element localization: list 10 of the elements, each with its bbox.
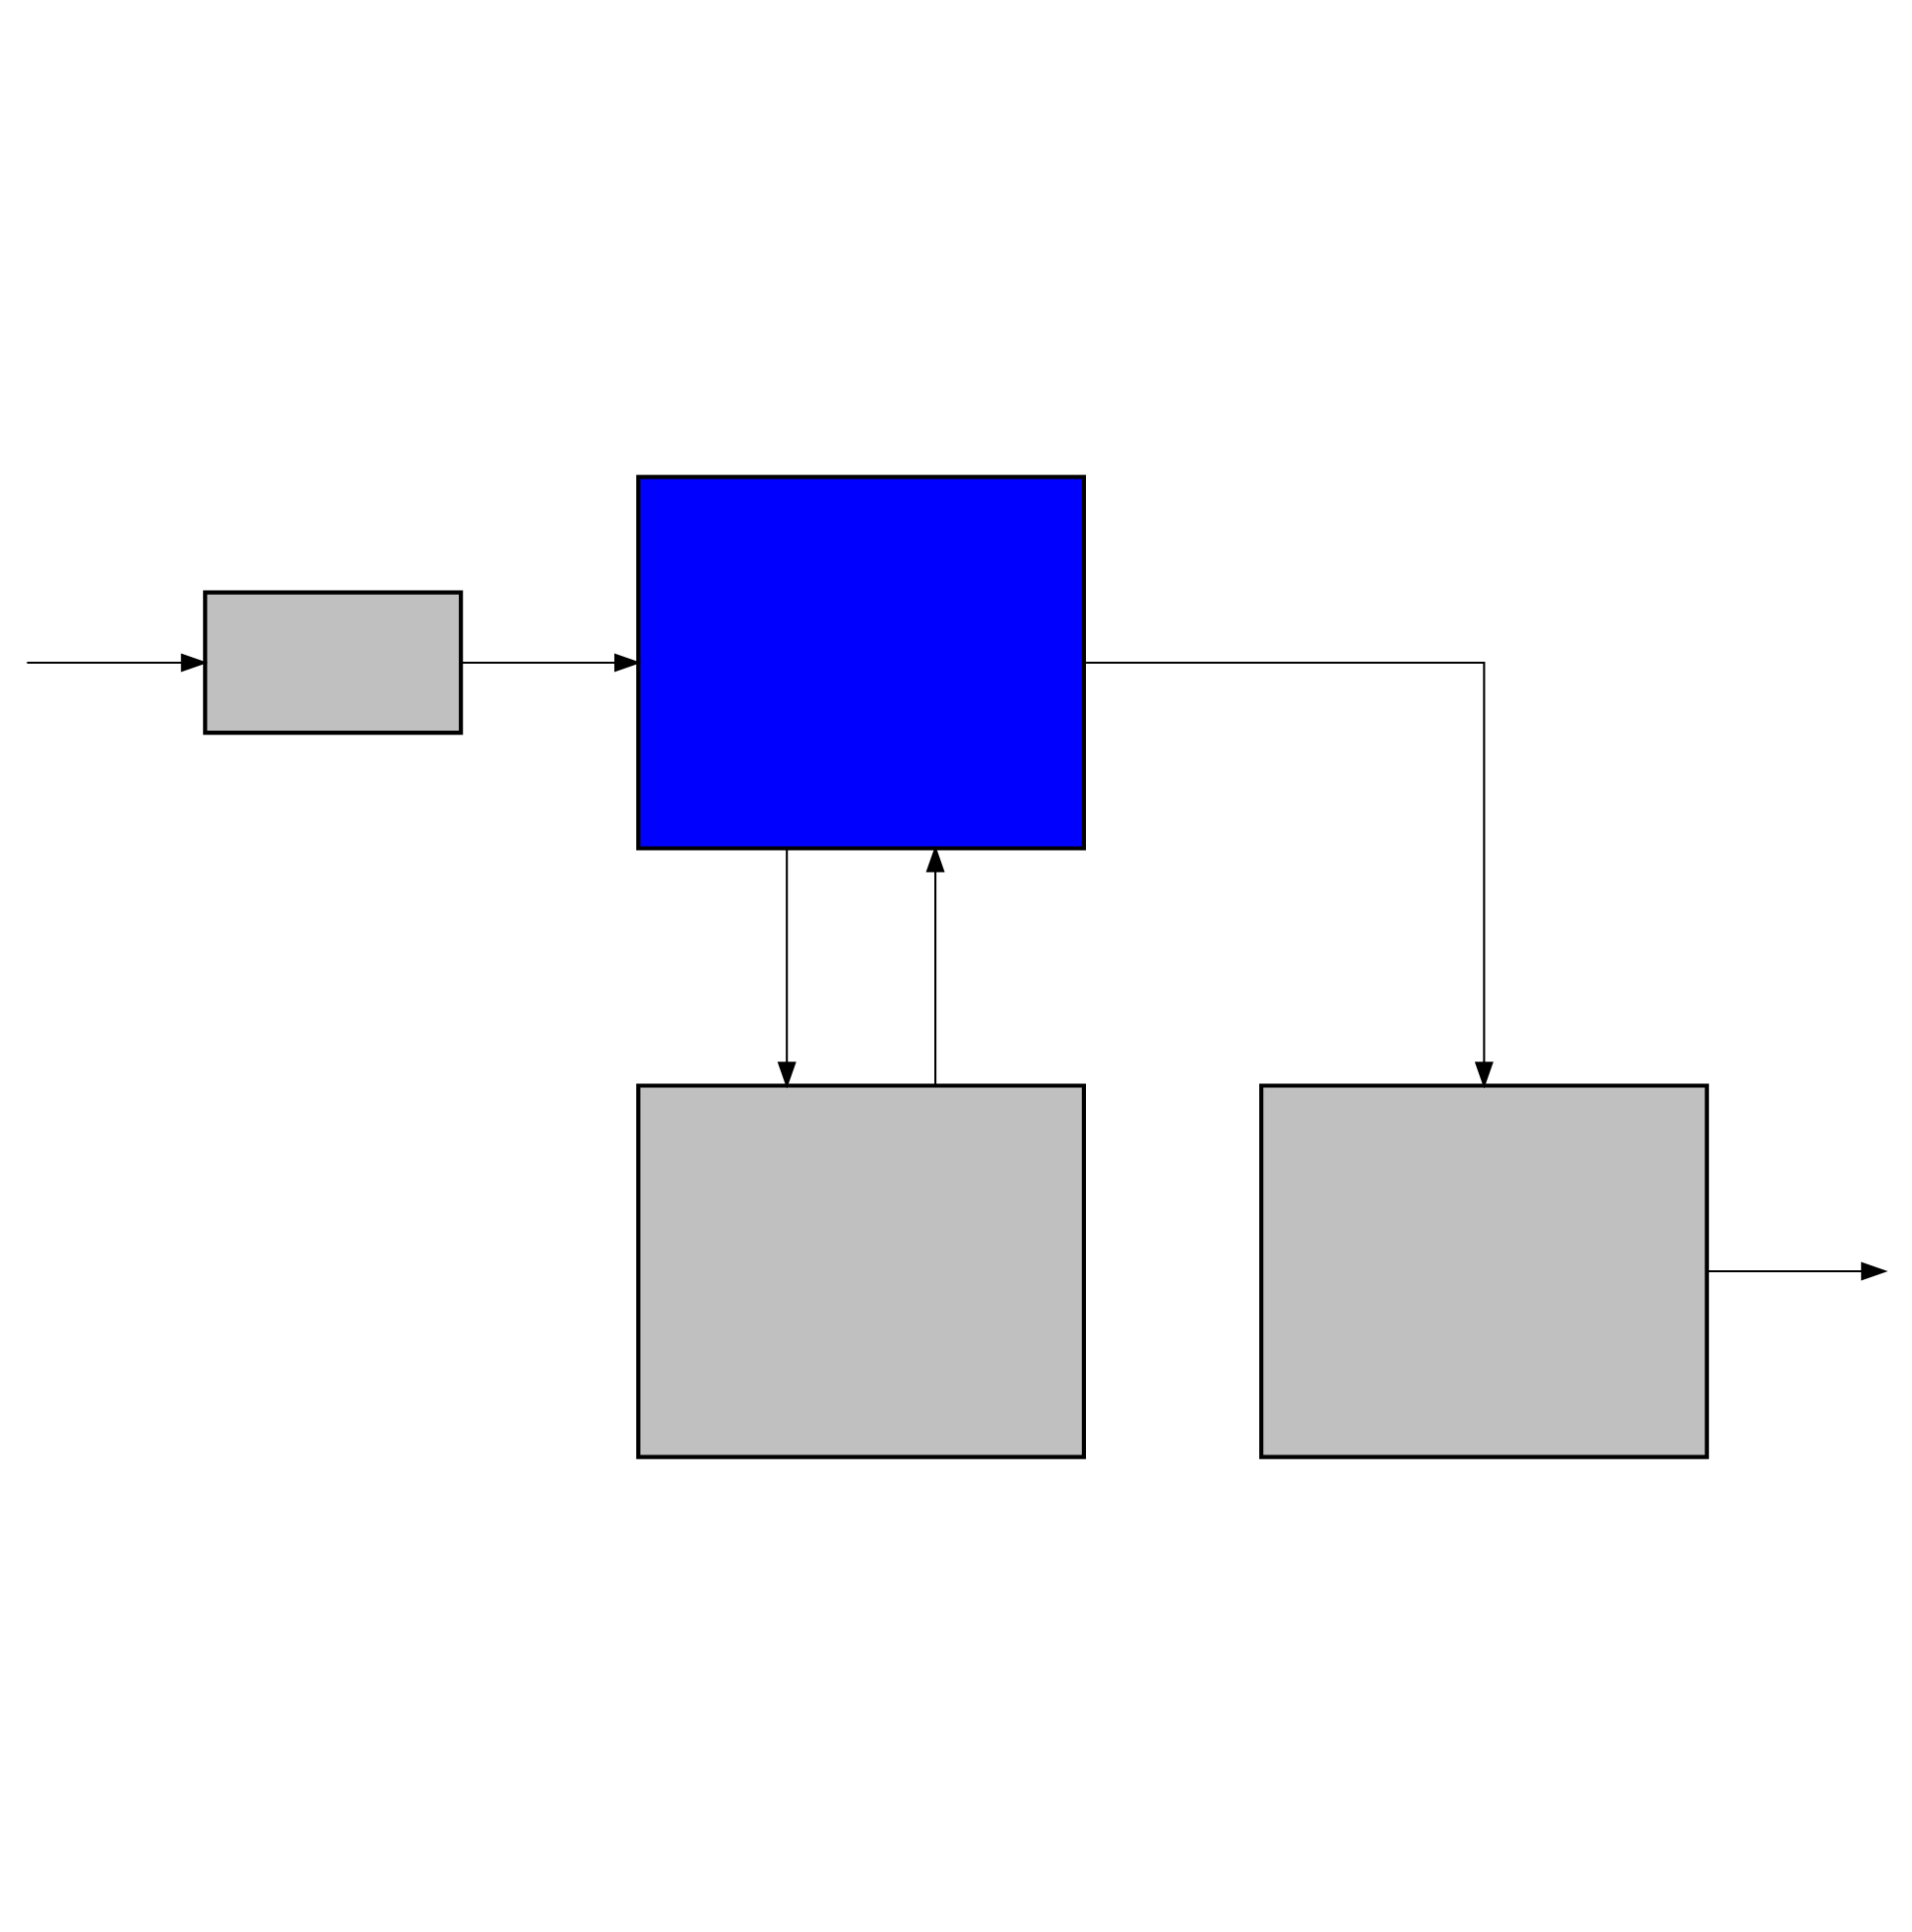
node-box	[636, 1082, 1086, 1458]
arrow	[1084, 660, 1494, 1088]
arrow	[461, 652, 642, 672]
arrow	[27, 652, 209, 672]
node-box	[203, 589, 464, 735]
arrow	[925, 844, 945, 1085]
arrow	[1706, 1260, 1888, 1280]
arrow	[777, 847, 797, 1088]
node-box	[1259, 1082, 1709, 1458]
node-box	[636, 474, 1086, 850]
